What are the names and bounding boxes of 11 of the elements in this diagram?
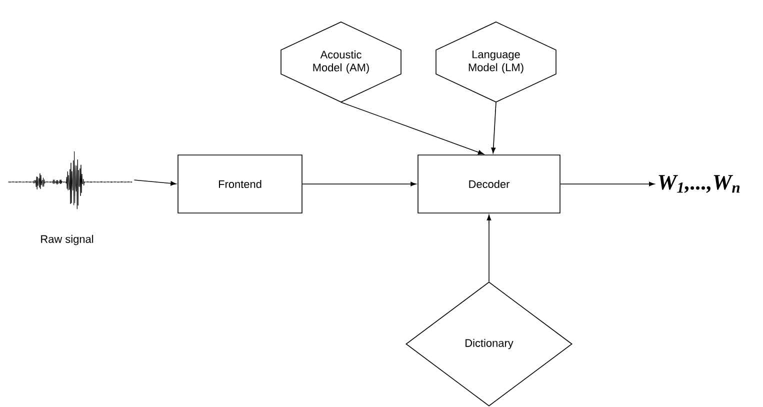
- output-text: W$_{1}$,...,W$_{n}$: [658, 175, 740, 193]
- arrow: [340, 102, 484, 154]
- waveform-drawing: [8, 151, 132, 210]
- arrow: [134, 180, 176, 186]
- node-label: Raw signal: [41, 234, 94, 246]
- process-box: Decoder: [418, 154, 560, 214]
- arrow: [302, 182, 416, 186]
- process-box: Frontend: [178, 154, 302, 214]
- arrow: [486, 214, 492, 282]
- arrow: [491, 102, 496, 154]
- arrow: [560, 182, 655, 186]
